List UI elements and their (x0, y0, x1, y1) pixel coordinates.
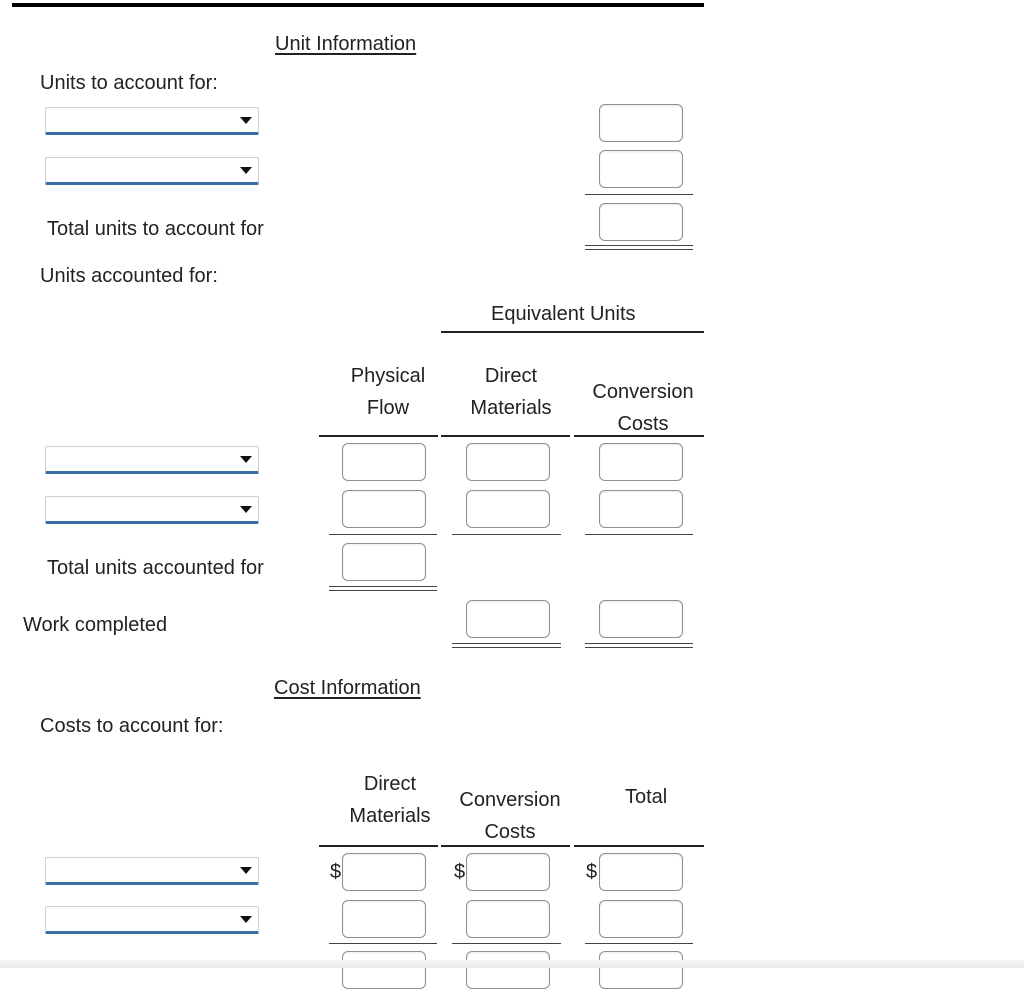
total-units-to-account-input[interactable] (599, 203, 683, 241)
cost-direct-materials-input-2[interactable] (342, 900, 426, 938)
physical-flow-input-2[interactable] (342, 490, 426, 528)
work-completed-direct-materials-input[interactable] (466, 600, 550, 638)
chevron-down-icon (240, 167, 252, 174)
unit-information-heading: Unit Information (275, 33, 417, 55)
cost-total-input-2[interactable] (599, 900, 683, 938)
total-units-accounted-input[interactable] (342, 543, 426, 581)
subtotal-rule (585, 194, 693, 195)
units-to-account-for-label: Units to account for: (40, 72, 218, 94)
direct-materials-input-2[interactable] (466, 490, 550, 528)
costs-to-account-for-label: Costs to account for: (40, 715, 224, 737)
conversion-costs-input-2[interactable] (599, 490, 683, 528)
subtotal-rule-physical-flow (329, 534, 437, 535)
chevron-down-icon (240, 117, 252, 124)
cost-subtotal-rule-dm (329, 943, 437, 944)
units-accounted-dropdown-2[interactable] (45, 496, 259, 524)
total-units-accounted-for-label: Total units accounted for (47, 557, 264, 579)
work-completed-dm-double-rule (452, 643, 561, 648)
cost-direct-materials-input-3[interactable] (342, 951, 426, 989)
cost-column-rule-total (574, 845, 704, 847)
subtotal-rule-conversion-costs (585, 534, 693, 535)
direct-materials-header: Direct Materials (456, 360, 566, 424)
total-units-to-account-for-label: Total units to account for (47, 218, 264, 240)
header-line: Direct (363, 773, 417, 795)
total-accounted-double-rule (329, 586, 437, 591)
header-line: Conversion (459, 789, 561, 811)
physical-flow-header: Physical Flow (338, 360, 438, 424)
cost-subtotal-rule-total (585, 943, 693, 944)
dollar-sign: $ (586, 861, 598, 883)
cost-conversion-costs-input-1[interactable] (466, 853, 550, 891)
page-bottom-edge (0, 960, 1024, 968)
cost-total-input-3[interactable] (599, 951, 683, 989)
equivalent-units-rule (441, 331, 704, 333)
cost-direct-materials-input-1[interactable] (342, 853, 426, 891)
header-line: Materials (349, 805, 431, 827)
work-completed-conversion-costs-input[interactable] (599, 600, 683, 638)
units-accounted-dropdown-1[interactable] (45, 446, 259, 474)
top-rule (12, 3, 704, 7)
cost-direct-materials-header: Direct Materials (330, 768, 450, 832)
cost-total-input-1[interactable] (599, 853, 683, 891)
cost-total-header: Total (625, 786, 668, 808)
direct-materials-input-1[interactable] (466, 443, 550, 481)
column-rule-direct-materials (441, 435, 570, 437)
costs-dropdown-2[interactable] (45, 906, 259, 934)
conversion-costs-input-1[interactable] (599, 443, 683, 481)
cost-column-rule-dm (319, 845, 438, 847)
header-line: Costs (617, 413, 669, 435)
cost-conversion-costs-header: Conversion Costs (446, 784, 574, 848)
cost-conversion-costs-input-2[interactable] (466, 900, 550, 938)
units-accounted-for-label: Units accounted for: (40, 265, 218, 287)
column-rule-conversion-costs (574, 435, 704, 437)
header-line: Direct (484, 365, 538, 387)
chevron-down-icon (240, 916, 252, 923)
chevron-down-icon (240, 506, 252, 513)
costs-dropdown-1[interactable] (45, 857, 259, 885)
physical-flow-input-1[interactable] (342, 443, 426, 481)
equivalent-units-heading: Equivalent Units (491, 303, 636, 325)
dollar-sign: $ (330, 861, 342, 883)
header-line: Materials (470, 397, 552, 419)
units-to-account-input-2[interactable] (599, 150, 683, 188)
chevron-down-icon (240, 867, 252, 874)
header-line: Costs (484, 821, 536, 843)
subtotal-rule-direct-materials (452, 534, 561, 535)
work-completed-cc-double-rule (585, 643, 693, 648)
units-to-account-dropdown-2[interactable] (45, 157, 259, 185)
units-to-account-input-1[interactable] (599, 104, 683, 142)
cost-information-heading: Cost Information (274, 677, 421, 699)
conversion-costs-header: Conversion Costs (580, 376, 706, 440)
cost-column-rule-cc (441, 845, 570, 847)
column-rule-physical-flow (319, 435, 438, 437)
chevron-down-icon (240, 456, 252, 463)
dollar-sign: $ (454, 861, 466, 883)
header-line: Flow (366, 397, 410, 419)
units-to-account-dropdown-1[interactable] (45, 107, 259, 135)
header-line: Conversion (592, 381, 694, 403)
total-double-rule (585, 245, 693, 250)
cost-subtotal-rule-cc (452, 943, 561, 944)
cost-conversion-costs-input-3[interactable] (466, 951, 550, 989)
work-completed-label: Work completed (23, 614, 168, 636)
header-line: Physical (350, 365, 426, 387)
